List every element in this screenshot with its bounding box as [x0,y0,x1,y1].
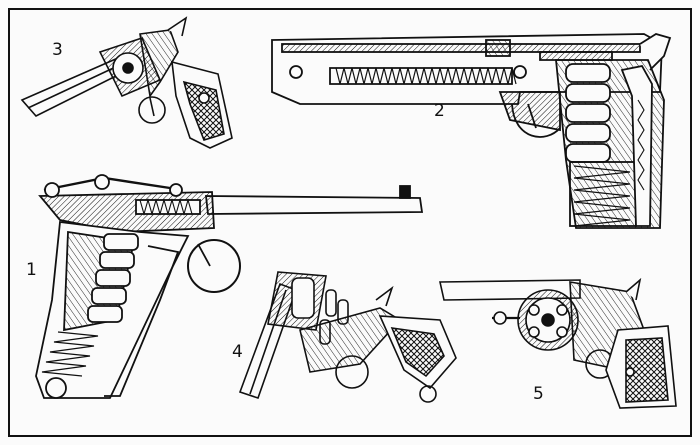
figure-label-1: 1 [26,260,37,280]
figure-label-2: 2 [434,101,445,121]
figure-label-4: 4 [232,342,243,362]
automatic-pistol-drawing [271,33,672,229]
swing-revolver-drawing [439,277,677,409]
figure-label-3: 3 [52,40,63,60]
figure-label-5: 5 [533,384,544,404]
break-revolver-drawing [238,271,457,403]
toggle-pistol-drawing [35,174,424,399]
revolver-small-drawing [20,16,233,149]
